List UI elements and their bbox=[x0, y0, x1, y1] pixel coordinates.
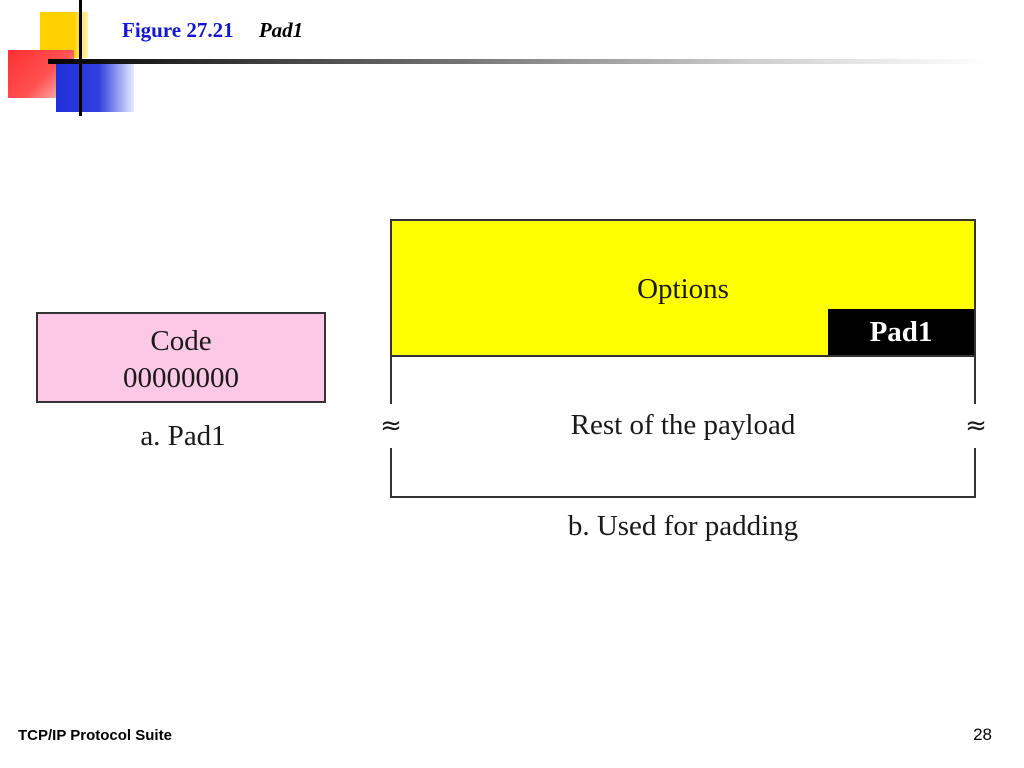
payload-label: Rest of the payload bbox=[570, 409, 796, 441]
options-box: Options Pad1 bbox=[390, 219, 976, 357]
pad1-code-box: Code 00000000 bbox=[36, 312, 326, 403]
break-mark-right: ≈ bbox=[961, 404, 991, 448]
code-value: 00000000 bbox=[123, 362, 239, 394]
title-underline bbox=[48, 59, 988, 64]
code-label: Code bbox=[150, 325, 212, 357]
footer-title: TCP/IP Protocol Suite bbox=[18, 727, 172, 744]
figure-number: Figure 27.21 bbox=[122, 18, 234, 42]
payload-box: Rest of the payload bbox=[390, 357, 976, 498]
slide-title: Figure 27.21 Pad1 bbox=[122, 18, 303, 43]
decorative-vertical-line bbox=[79, 0, 82, 116]
figure-title: Pad1 bbox=[258, 18, 304, 42]
page-number: 28 bbox=[973, 725, 992, 744]
decorative-blue-square bbox=[56, 62, 134, 112]
caption-part-b: b. Used for padding bbox=[567, 510, 799, 542]
options-label: Options bbox=[637, 273, 729, 305]
caption-part-a: a. Pad1 bbox=[140, 420, 226, 452]
break-mark-left: ≈ bbox=[376, 404, 406, 448]
pad1-box: Pad1 bbox=[828, 309, 974, 355]
